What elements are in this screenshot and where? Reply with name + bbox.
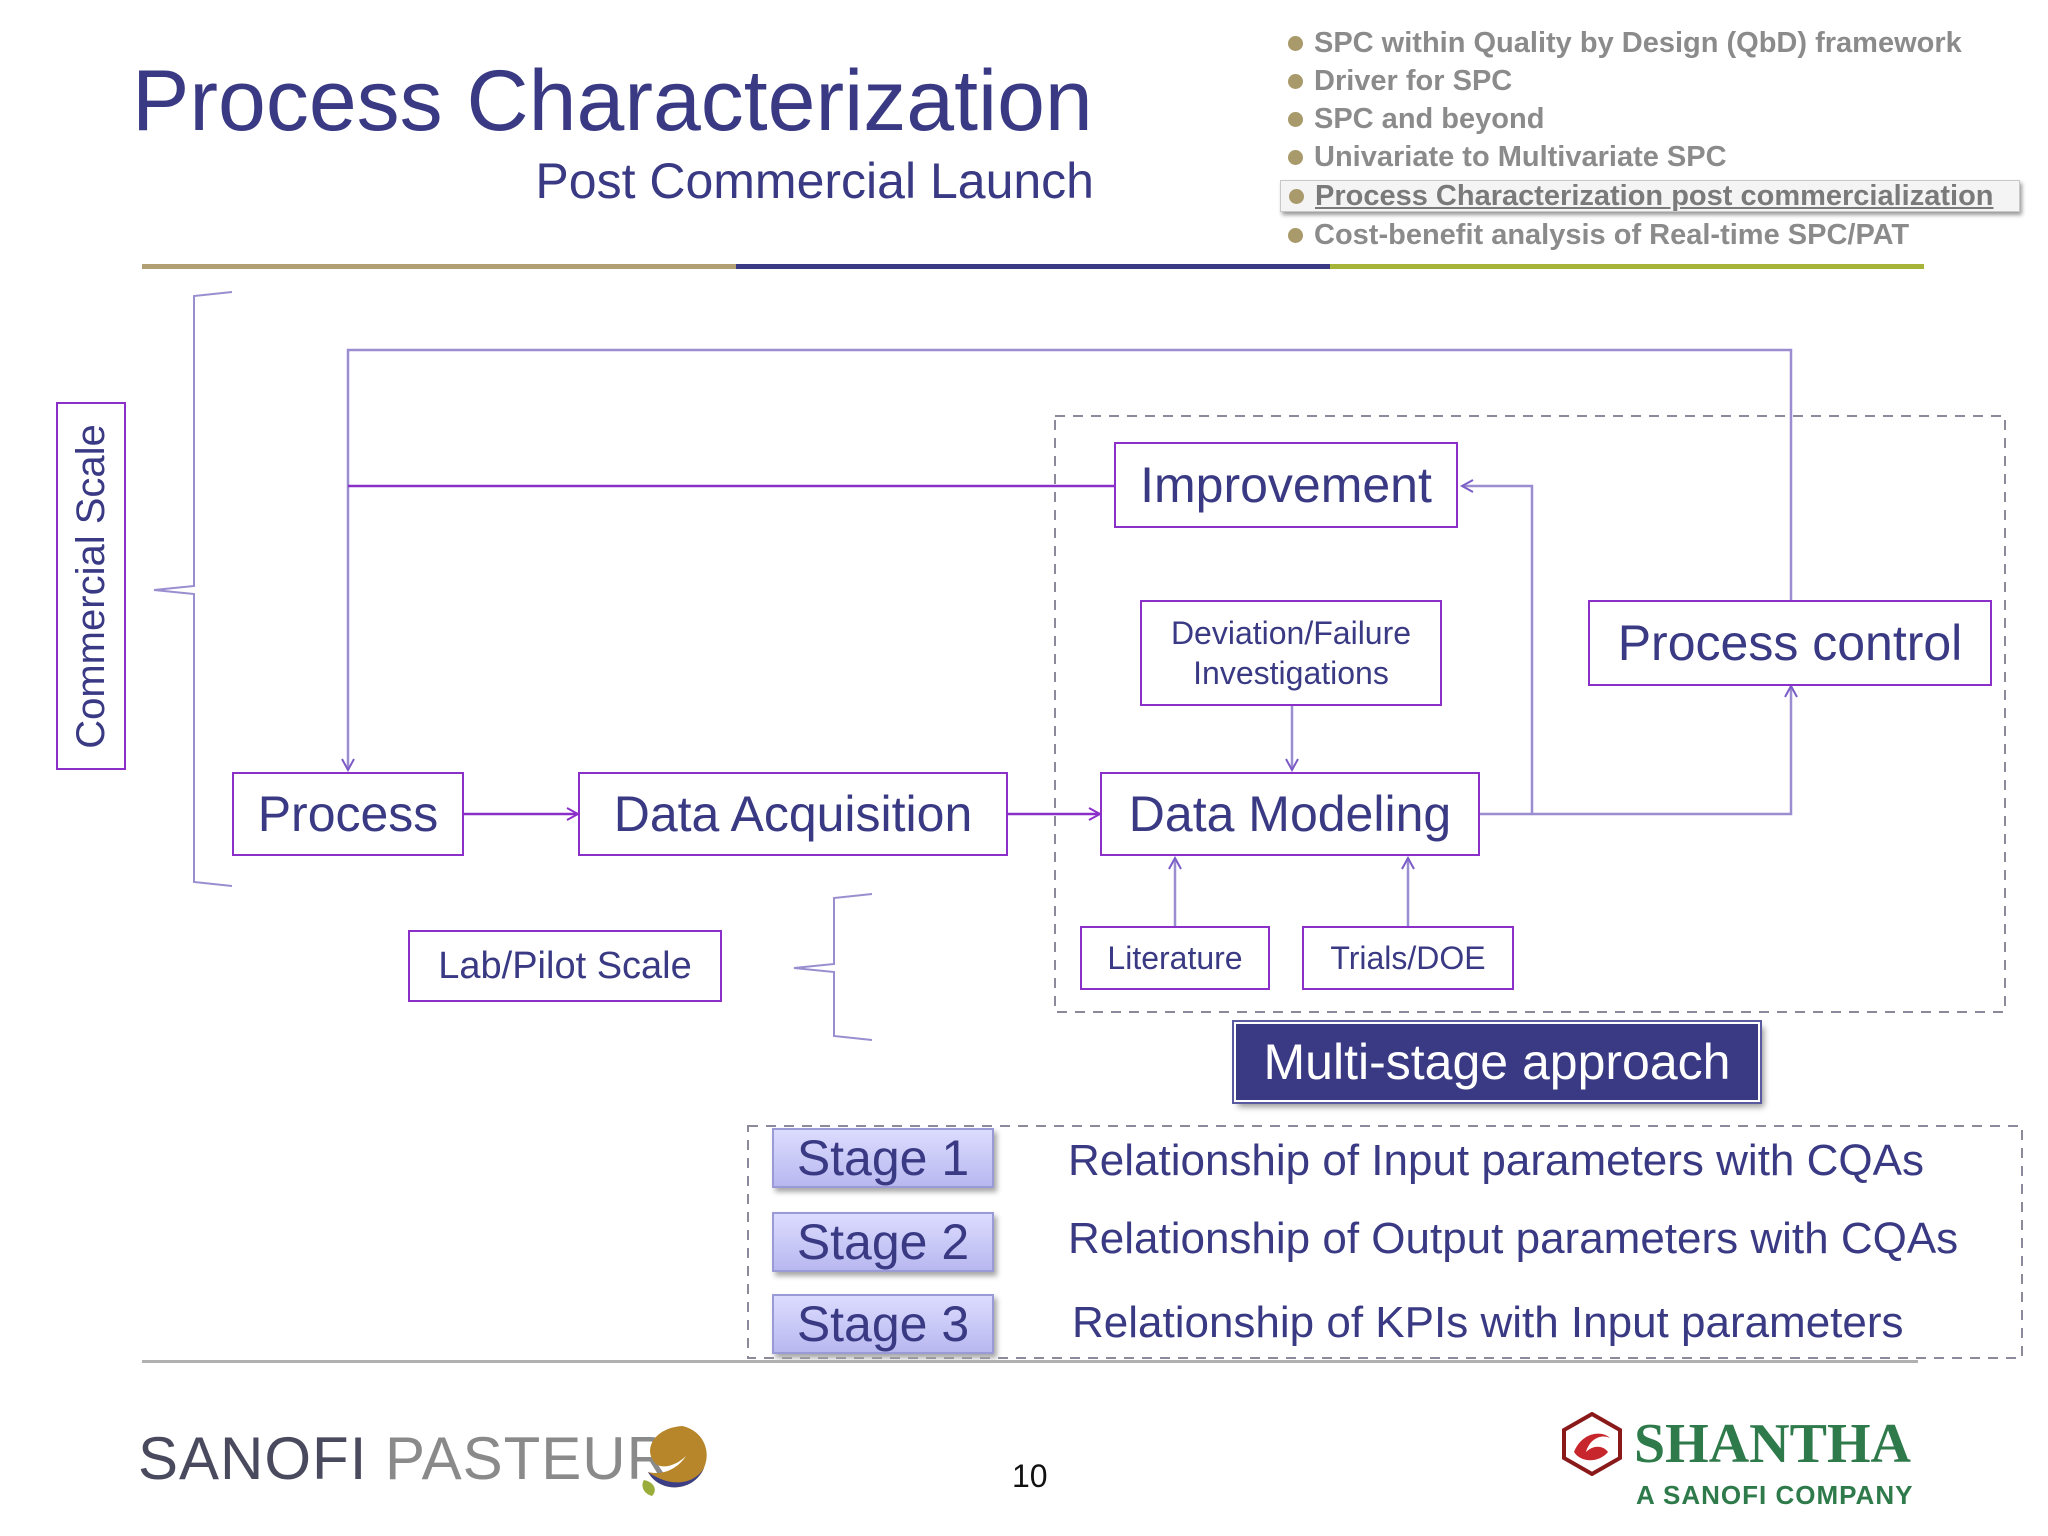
stage-2-badge: Stage 2 bbox=[772, 1212, 994, 1272]
modeling-to-control-arrow bbox=[1532, 686, 1791, 816]
agenda-item: Driver for SPC bbox=[1284, 62, 2020, 100]
agenda-item: SPC within Quality by Design (QbD) frame… bbox=[1284, 24, 2020, 62]
header-rule-green bbox=[1330, 264, 1924, 269]
bullet-icon bbox=[1288, 112, 1303, 127]
header-rule-navy bbox=[736, 264, 1330, 269]
stage-2-description: Relationship of Output parameters with C… bbox=[1068, 1214, 1959, 1263]
slide-title: Process Characterization bbox=[132, 53, 1093, 149]
agenda-item: Cost-benefit analysis of Real-time SPC/P… bbox=[1284, 216, 2020, 254]
commercial-scale-bracket bbox=[153, 291, 233, 887]
agenda-list: SPC within Quality by Design (QbD) frame… bbox=[1280, 24, 2020, 254]
agenda-item-active: Process Characterization post commercial… bbox=[1280, 180, 2020, 212]
commercial-scale-label: Commercial Scale bbox=[56, 402, 126, 770]
sanofi-pasteur-logo: SANOFI PASTEUR bbox=[138, 1425, 671, 1492]
agenda-item: Univariate to Multivariate SPC bbox=[1284, 138, 2020, 176]
header-rule-gold bbox=[142, 264, 736, 269]
trials-doe-box: Trials/DOE bbox=[1302, 926, 1514, 990]
stage-1-badge: Stage 1 bbox=[772, 1128, 994, 1188]
modeling-dashed-frame bbox=[1054, 415, 2006, 1013]
sanofi-bird-icon bbox=[642, 1426, 707, 1496]
improvement-box: Improvement bbox=[1114, 442, 1458, 528]
data-acquisition-box: Data Acquisition bbox=[578, 772, 1008, 856]
shantha-logo-text: SHANTHA bbox=[1634, 1413, 1911, 1475]
stage-3-badge: Stage 3 bbox=[772, 1294, 994, 1354]
literature-box: Literature bbox=[1080, 926, 1270, 990]
deviation-investigations-box: Deviation/Failure Investigations bbox=[1140, 600, 1442, 706]
lab-pilot-bracket bbox=[793, 893, 873, 1041]
stage-1-description: Relationship of Input parameters with CQ… bbox=[1068, 1136, 1924, 1185]
data-modeling-box: Data Modeling bbox=[1100, 772, 1480, 856]
lab-pilot-scale-box: Lab/Pilot Scale bbox=[408, 930, 722, 1002]
footer-rule bbox=[142, 1360, 1918, 1363]
bullet-icon bbox=[1288, 36, 1303, 51]
process-control-box: Process control bbox=[1588, 600, 1992, 686]
bullet-icon bbox=[1288, 150, 1303, 165]
bullet-icon bbox=[1288, 228, 1303, 243]
shantha-logo-icon bbox=[1562, 1412, 1622, 1476]
process-box: Process bbox=[232, 772, 464, 856]
bullet-icon bbox=[1289, 189, 1304, 204]
page-number: 10 bbox=[1012, 1458, 1048, 1494]
agenda-item: SPC and beyond bbox=[1284, 100, 2020, 138]
stages-dashed-frame bbox=[747, 1125, 2023, 1359]
bullet-icon bbox=[1288, 74, 1303, 89]
stage-3-description: Relationship of KPIs with Input paramete… bbox=[1072, 1298, 1904, 1347]
modeling-to-improvement-arrow bbox=[1462, 486, 1534, 816]
slide-subtitle: Post Commercial Launch bbox=[535, 153, 1094, 209]
feedback-loop-connector bbox=[348, 348, 1793, 770]
multi-stage-approach-label: Multi-stage approach bbox=[1232, 1020, 1762, 1104]
shantha-logo-tagline: A SANOFI COMPANY bbox=[1636, 1480, 1914, 1510]
